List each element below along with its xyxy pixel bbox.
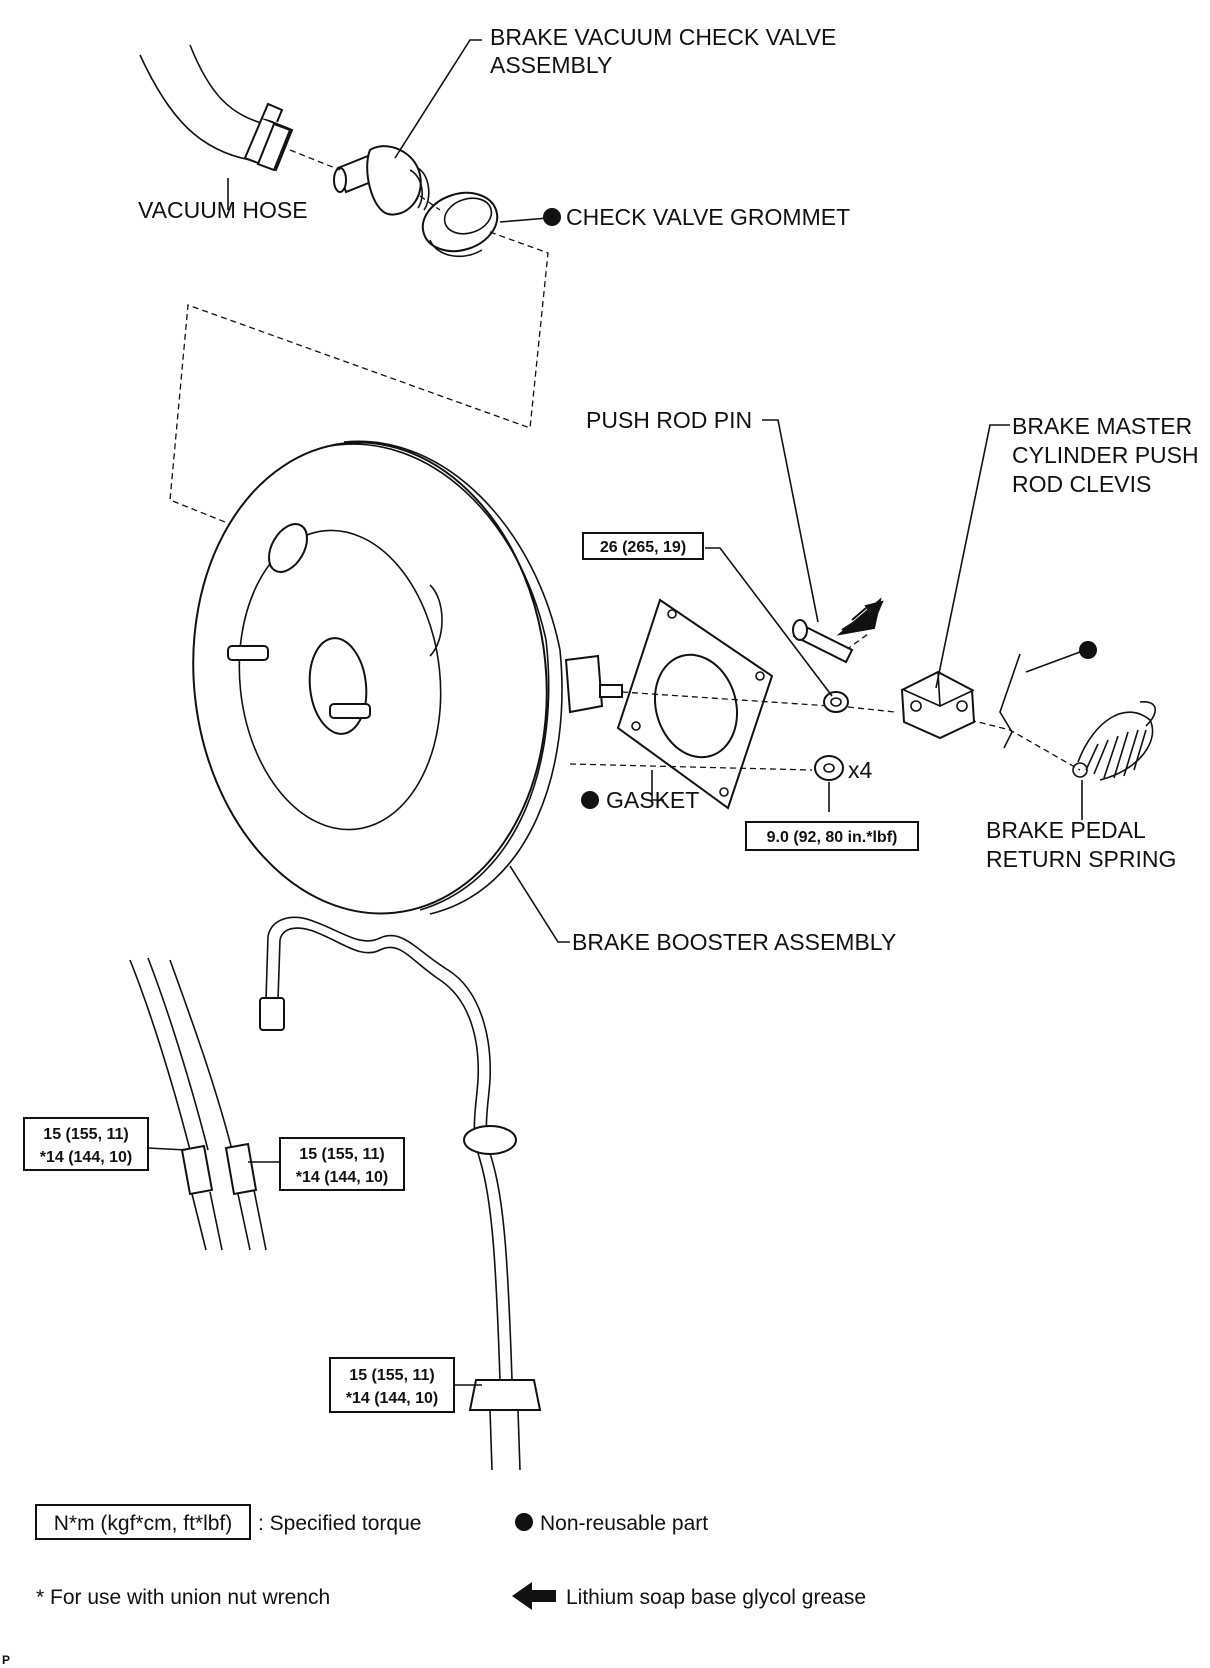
torque-bottom: 15 (155, 11) (349, 1367, 434, 1384)
non-reusable-clip-dot (1079, 641, 1097, 659)
clevis-lock-nut (823, 691, 849, 713)
gasket-part (616, 598, 774, 810)
label-quantity: x4 (848, 757, 873, 783)
torque-box-clevis-nut: 26 (265, 19) (582, 532, 704, 560)
non-reusable-grommet-dot (543, 208, 561, 226)
brake-tubes-left (129, 957, 267, 1251)
torque-left-2-alt: *14 (144, 10) (296, 1169, 389, 1186)
push-rod-clevis-part (900, 670, 976, 740)
label-gasket: GASKET (606, 787, 699, 813)
check-valve-grommet-part (421, 191, 499, 258)
legend-non-reusable: Non-reusable part (540, 1512, 708, 1535)
torque-left-1-alt: *14 (144, 10) (40, 1149, 133, 1166)
label-check-valve-1: BRAKE VACUUM CHECK VALVE (490, 24, 836, 50)
torque-box-bottom: 15 (155, 11) *14 (144, 10) (329, 1357, 455, 1413)
torque-box-left-1: 15 (155, 11) *14 (144, 10) (23, 1117, 149, 1171)
label-push-rod-pin: PUSH ROD PIN (586, 407, 752, 433)
label-return-spring-1: BRAKE PEDAL (986, 817, 1146, 843)
label-check-valve-grommet: CHECK VALVE GROMMET (566, 204, 850, 230)
torque-left-2: 15 (155, 11) (299, 1146, 384, 1163)
legend-torque-box: N*m (kgf*cm, ft*lbf) (54, 1512, 233, 1535)
torque-bottom-alt: *14 (144, 10) (346, 1390, 439, 1407)
torque-left-1: 15 (155, 11) (43, 1126, 128, 1143)
label-check-valve-2: ASSEMBLY (490, 52, 612, 78)
return-spring-part (1072, 701, 1156, 781)
brake-tube-center (259, 916, 542, 1471)
push-rod-pin-part (792, 619, 854, 664)
non-reusable-gasket-dot (581, 791, 599, 809)
label-return-spring-2: RETURN SPRING (986, 846, 1176, 872)
legend-torque-desc: : Specified torque (258, 1512, 421, 1535)
legend-union-nut: * For use with union nut wrench (36, 1586, 330, 1609)
brake-booster-part (192, 440, 623, 915)
torque-clevis-nut: 26 (265, 19) (600, 539, 686, 556)
clevis-clip-part (999, 653, 1021, 749)
label-clevis-2: CYLINDER PUSH (1012, 442, 1199, 468)
label-clevis-1: BRAKE MASTER (1012, 413, 1192, 439)
legend-non-reusable-icon (515, 1513, 533, 1531)
legend-grease: Lithium soap base glycol grease (566, 1586, 866, 1609)
booster-nut (814, 755, 844, 781)
corner-mark: P (2, 1653, 10, 1667)
vacuum-hose (139, 44, 294, 172)
torque-box-booster-nut: 9.0 (92, 80 in.*lbf) (745, 821, 919, 851)
legend: N*m (kgf*cm, ft*lbf) : Specified torque … (35, 1504, 866, 1610)
torque-booster-nut: 9.0 (92, 80 in.*lbf) (767, 829, 898, 846)
legend-grease-arrow-icon (512, 1582, 556, 1610)
label-brake-booster: BRAKE BOOSTER ASSEMBLY (572, 929, 896, 955)
torque-box-left-2: 15 (155, 11) *14 (144, 10) (279, 1137, 405, 1191)
check-valve-part (333, 145, 430, 216)
label-clevis-3: ROD CLEVIS (1012, 471, 1151, 497)
label-vacuum-hose: VACUUM HOSE (138, 197, 308, 223)
